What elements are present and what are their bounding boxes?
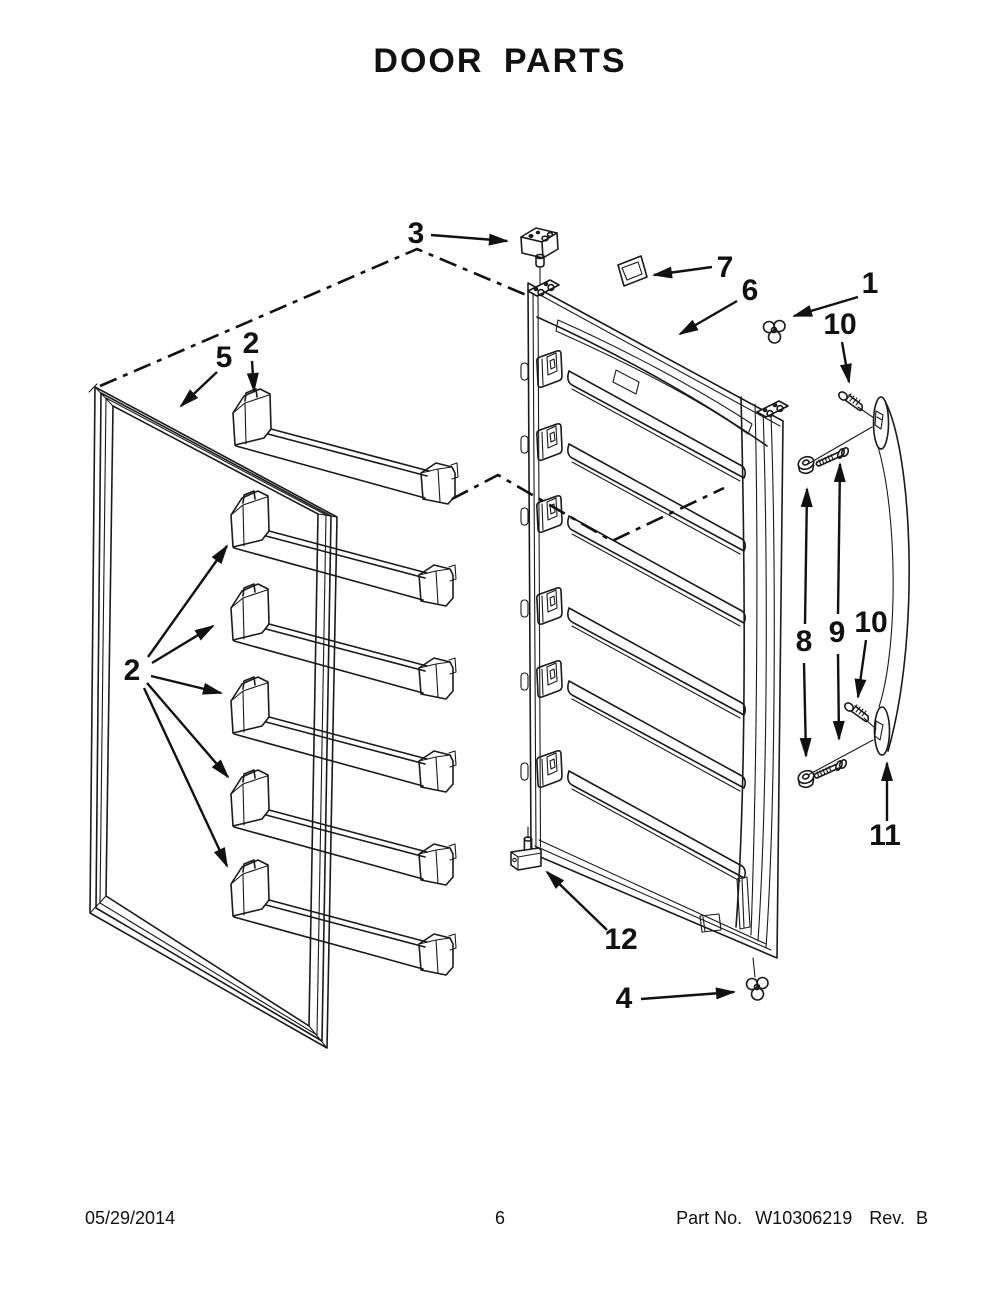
footer-revision: B	[916, 1208, 928, 1228]
hole-plug	[762, 319, 786, 344]
callout-11: 11	[869, 819, 901, 852]
footer-part-no-label: Part No.	[676, 1208, 742, 1228]
callout-10-top: 10	[823, 308, 856, 341]
door-bin	[230, 859, 457, 976]
handle-screw-line-bottom	[807, 717, 877, 776]
footer-date: 05/29/2014	[85, 1208, 175, 1228]
alignment-leader-middle	[451, 473, 725, 543]
door-stop-bracket	[510, 836, 542, 871]
page-title: DOOR PARTS	[373, 42, 626, 80]
bottom-plug-leader-line	[752, 957, 756, 978]
footer-part-info: Part No. W10306219 Rev. B	[676, 1208, 928, 1228]
door-shelf-rows	[520, 349, 747, 882]
door-hinge-plate-top-right	[756, 400, 789, 418]
callout-2-top: 2	[243, 327, 260, 360]
footer-part-number: W10306219	[755, 1208, 852, 1228]
door-panel	[520, 279, 789, 959]
callout-9: 9	[829, 616, 846, 649]
callout-3: 3	[408, 217, 425, 250]
callout-6: 6	[742, 274, 759, 307]
handle-screw-line-top	[807, 406, 875, 465]
footer-page-number: 6	[495, 1208, 505, 1228]
handle-spacer-bottom	[795, 767, 817, 789]
handle-spacer-top	[795, 453, 817, 475]
bottom-hole-plug	[745, 976, 769, 1001]
callout-8: 8	[796, 625, 813, 658]
callout-12: 12	[604, 923, 637, 956]
door-hinge-plate-top-left	[527, 279, 560, 297]
alignment-leader-top	[99, 247, 532, 388]
callout-labels: 3 7 6 1 10 5 2 2 8 9 10 11 12 4	[124, 217, 901, 1015]
callout-10-bottom: 10	[854, 606, 887, 639]
callout-7: 7	[717, 251, 734, 284]
door-handle	[872, 396, 910, 756]
door-gasket	[88, 383, 338, 1049]
callout-2-left: 2	[124, 654, 141, 687]
footer-rev-label: Rev.	[869, 1208, 905, 1228]
door-bin	[230, 490, 457, 607]
footer: 05/29/2014 6 Part No. W10306219 Rev. B	[85, 1208, 928, 1228]
door-bins	[230, 388, 459, 976]
callout-1: 1	[862, 267, 879, 300]
callout-5: 5	[216, 341, 233, 374]
callout-arrows	[142, 233, 893, 1001]
nameplate	[617, 255, 648, 287]
hinge-bracket	[520, 227, 559, 268]
callout-4: 4	[616, 982, 633, 1015]
